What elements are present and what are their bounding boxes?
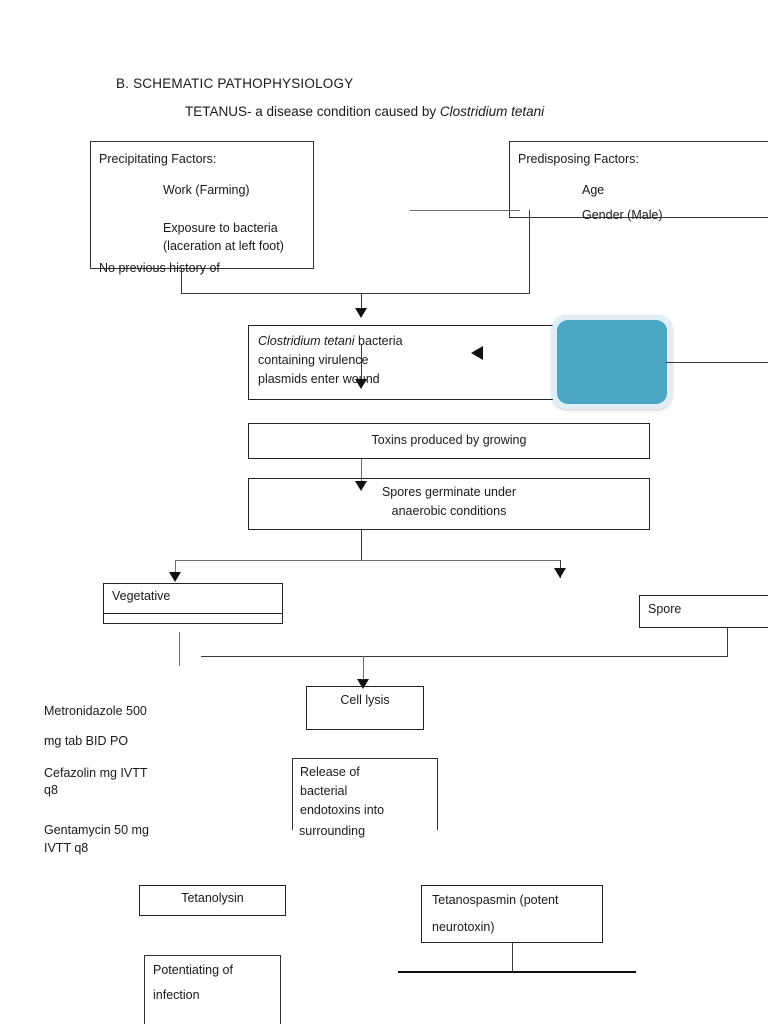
connector-tetanospasmin-down (512, 943, 513, 972)
connector-spores-split-drop (361, 530, 362, 561)
medication-metronidazole-line1: Metronidazole 500 (44, 704, 147, 718)
connector-branch-left-vertical (175, 560, 176, 578)
release-line3: endotoxins into (300, 802, 385, 817)
spores-germinate-line2: anaerobic conditions (391, 503, 507, 518)
tetanospasmin-line1: Tetanospasmin (potent (432, 893, 559, 907)
vegetative-label: Vegetative (112, 589, 171, 603)
tetanospasmin-box: Tetanospasmin (potent neurotoxin) (421, 885, 603, 943)
precipitating-item-exposure: Exposure to bacteria (163, 220, 278, 235)
section-heading: B. SCHEMATIC PATHOPHYSIOLOGY (116, 76, 354, 91)
medication-metronidazole-line2: mg tab BID PO (44, 734, 129, 748)
precipitating-factors-box: Precipitating Factors: Work (Farming) Ex… (90, 141, 314, 275)
release-endotoxins-box: Release of bacterial endotoxins into (292, 758, 438, 830)
connector-predisposing-stub (410, 210, 520, 211)
spore-box: Spore (639, 595, 768, 628)
vegetative-box: Vegetative (103, 583, 283, 624)
predisposing-item-age: Age (582, 182, 605, 197)
arrow-down-icon-to-toxins (355, 379, 367, 389)
precipitating-item-work: Work (Farming) (163, 182, 250, 197)
connector-join-to-cell-lysis (363, 656, 364, 682)
toxins-produced-label: Toxins produced by growing (371, 433, 527, 447)
connector-predisposing-vertical (529, 210, 530, 294)
connector-precipitating-vertical (181, 269, 182, 294)
predisposing-factors-box: Predisposing Factors: Age Gender (Male) (509, 141, 768, 222)
precipitating-item-laceration: (laceration at left foot) (163, 239, 284, 254)
predisposing-title: Predisposing Factors: (518, 152, 639, 166)
cell-lysis-box: Cell lysis (306, 686, 424, 730)
potentiating-line2: infection (153, 987, 200, 1002)
arrow-down-icon-to-spores (355, 481, 367, 491)
spores-germinate-line1: Spores germinate under (381, 485, 517, 499)
connector-toxins-to-spores (361, 459, 362, 487)
connector-merge-drop (361, 293, 362, 311)
arrow-left-icon-inbound (471, 346, 483, 360)
medication-gentamycin-line1: Gentamycin 50 mg (44, 823, 149, 837)
teal-highlight-shape (552, 315, 672, 409)
release-line2: bacterial (300, 783, 348, 798)
diagram-subtitle: TETANUS- a disease condition caused by C… (185, 104, 544, 119)
connector-clostridium-to-toxins (361, 345, 362, 383)
arrow-down-icon-to-clostridium (355, 308, 367, 318)
connector-spores-split-horizontal (175, 560, 561, 561)
tetanospasmin-line2: neurotoxin) (432, 919, 495, 934)
spore-label: Spore (648, 602, 682, 616)
connector-spore-down (727, 628, 728, 657)
release-line1: Release of (300, 765, 360, 779)
cell-lysis-label: Cell lysis (340, 693, 390, 707)
tetanolysin-box: Tetanolysin (139, 885, 286, 916)
precipitating-item-no-history: No previous history of (99, 261, 220, 275)
connector-merge-horizontal (181, 293, 530, 294)
connector-tetanospasmin-horizontal (398, 971, 636, 973)
medication-cefazolin-line1: Cefazolin mg IVTT (44, 766, 148, 780)
subtitle-prefix: TETANUS- a disease condition caused by (185, 104, 440, 119)
medication-cefazolin-line2: q8 (44, 783, 58, 797)
arrow-down-icon-to-spore (554, 568, 566, 578)
precipitating-title: Precipitating Factors: (99, 152, 217, 166)
predisposing-item-gender: Gender (Male) (582, 207, 663, 222)
tetanolysin-label: Tetanolysin (181, 891, 244, 905)
teal-highlight-fill (557, 320, 667, 404)
connector-join-horizontal (201, 656, 728, 657)
arrow-down-icon-to-vegetative (169, 572, 181, 582)
potentiating-line1: Potentiating of (153, 963, 233, 977)
clostridium-line1-rest: bacteria (354, 334, 403, 348)
toxins-produced-box: Toxins produced by growing (248, 423, 650, 459)
connector-teal-to-right-edge (666, 362, 768, 363)
clostridium-line2: containing virulence (258, 352, 369, 367)
spores-germinate-box: Spores germinate under anaerobic conditi… (248, 478, 650, 530)
connector-vegetative-down (179, 632, 180, 666)
release-line4: surrounding (299, 824, 366, 838)
subtitle-organism: Clostridium tetani (439, 104, 545, 119)
clostridium-line1: Clostridium tetani bacteria (258, 332, 649, 351)
vegetative-box-divider (104, 613, 282, 615)
potentiating-infection-box: Potentiating of infection (144, 955, 281, 1024)
clostridium-species-italic: Clostridium tetani (258, 334, 355, 348)
arrow-down-icon-to-cell-lysis (357, 679, 369, 689)
medication-gentamycin-line2: IVTT q8 (44, 841, 89, 855)
